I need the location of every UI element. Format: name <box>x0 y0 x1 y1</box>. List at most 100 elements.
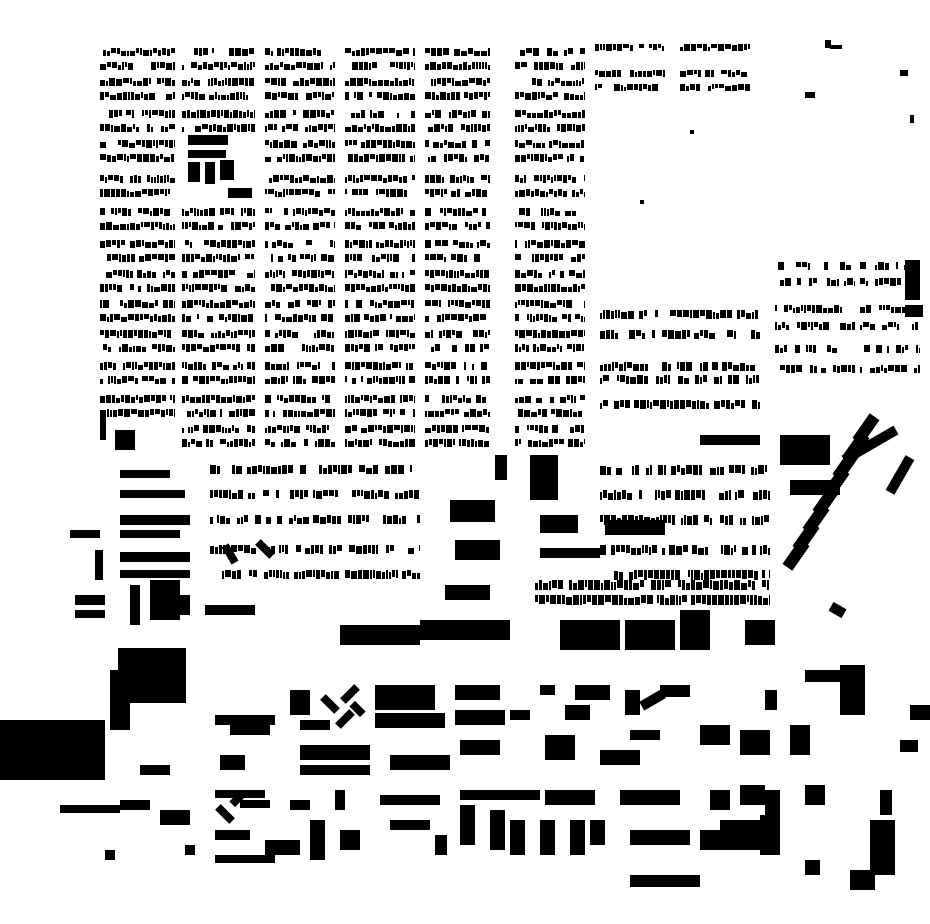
building <box>847 278 853 285</box>
building <box>160 595 190 615</box>
building <box>425 332 430 338</box>
building <box>604 364 607 371</box>
building <box>396 316 401 322</box>
building <box>538 333 540 338</box>
building <box>882 325 887 330</box>
building <box>266 466 270 474</box>
building <box>590 820 605 845</box>
building <box>704 570 709 580</box>
building <box>119 254 121 262</box>
building <box>578 222 580 228</box>
building <box>464 362 466 370</box>
building <box>860 278 865 284</box>
building <box>169 140 173 148</box>
building <box>572 112 577 118</box>
building <box>656 70 662 76</box>
building <box>619 572 623 580</box>
building <box>767 580 769 590</box>
building <box>396 124 402 132</box>
building <box>296 376 302 384</box>
building <box>216 254 218 259</box>
building <box>327 515 331 523</box>
building <box>515 155 520 162</box>
building <box>411 111 415 118</box>
building <box>208 222 214 230</box>
building <box>719 493 724 500</box>
building <box>697 400 699 409</box>
building <box>823 322 829 330</box>
building <box>572 211 576 216</box>
building <box>321 110 325 117</box>
building <box>197 110 199 118</box>
building <box>345 254 349 262</box>
building <box>167 330 171 338</box>
building <box>396 272 398 278</box>
building <box>163 300 168 308</box>
building <box>281 442 283 447</box>
building <box>315 287 318 292</box>
building <box>540 191 545 197</box>
building <box>333 409 335 417</box>
building <box>165 254 168 262</box>
building <box>554 110 557 116</box>
building <box>722 362 727 371</box>
building <box>664 465 666 475</box>
building <box>639 84 642 91</box>
building <box>185 222 188 229</box>
building <box>350 78 356 86</box>
building <box>486 222 490 229</box>
building <box>239 439 243 446</box>
building <box>458 110 462 115</box>
building <box>619 364 623 371</box>
building <box>364 154 369 162</box>
building <box>252 493 255 499</box>
building <box>168 314 171 322</box>
building <box>837 366 840 373</box>
building <box>145 410 149 417</box>
building <box>630 377 636 384</box>
building <box>230 112 232 118</box>
building <box>478 284 482 290</box>
building <box>515 302 517 308</box>
building <box>128 209 131 216</box>
building <box>125 395 130 403</box>
building <box>454 49 460 56</box>
building <box>366 515 369 522</box>
building <box>386 154 391 161</box>
building <box>708 86 711 91</box>
building <box>182 65 184 70</box>
building <box>205 270 210 275</box>
building <box>567 344 572 349</box>
building <box>217 242 220 248</box>
building <box>116 189 120 197</box>
building <box>223 255 226 262</box>
building <box>168 284 171 292</box>
building <box>173 347 175 352</box>
building <box>136 224 140 230</box>
building <box>319 376 325 384</box>
building <box>123 270 125 277</box>
building <box>312 345 315 352</box>
building <box>310 78 315 84</box>
building <box>833 365 836 372</box>
building <box>213 256 215 262</box>
building <box>277 157 282 162</box>
building <box>143 50 149 56</box>
building <box>548 284 550 292</box>
building <box>625 400 630 408</box>
building <box>372 81 377 86</box>
building <box>118 140 121 145</box>
building <box>428 157 430 162</box>
building <box>217 110 220 118</box>
building <box>545 254 549 262</box>
building <box>544 426 548 433</box>
building <box>100 142 106 148</box>
building <box>444 208 446 216</box>
building <box>617 492 621 500</box>
building <box>452 110 457 118</box>
building <box>439 439 443 444</box>
building <box>403 222 407 230</box>
building <box>298 411 300 417</box>
building <box>542 143 545 148</box>
building <box>340 830 360 850</box>
